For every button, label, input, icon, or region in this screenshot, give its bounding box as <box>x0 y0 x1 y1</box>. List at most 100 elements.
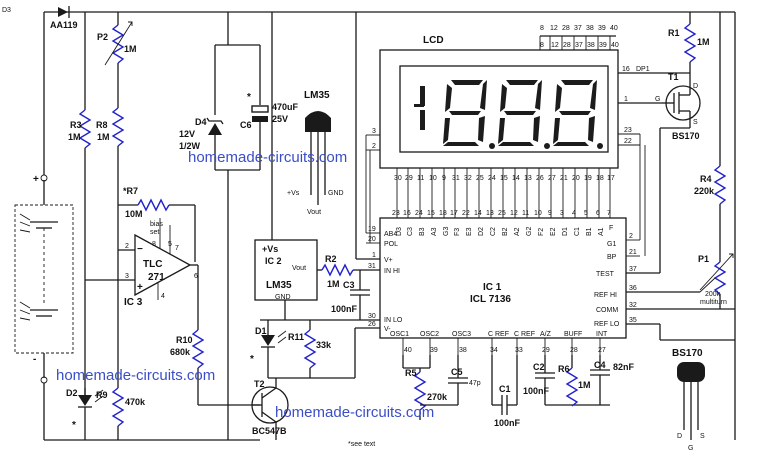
ic1-top-lbl-6: E3 <box>466 227 473 236</box>
r2-val: 1M <box>327 279 340 289</box>
c5-val: 47p <box>469 380 481 387</box>
ic1-right-lbl-3: TEST <box>596 271 615 278</box>
ic1-top-pin-11: 11 <box>522 210 529 217</box>
lcd-top-box-6: 40 <box>611 42 619 49</box>
ic3-pin7: 7 <box>175 245 179 252</box>
lcd-top-pin-6: 40 <box>610 25 618 32</box>
lcd-bot-pin-14: 21 <box>560 175 568 182</box>
d1-star: * <box>250 354 254 365</box>
resistor-r3: R3 1M <box>68 12 92 400</box>
capacitor-c4: C4 82nF <box>590 355 635 405</box>
bs170-pkg-d: D <box>677 433 682 440</box>
lcd-bot-pin-2: 11 <box>417 175 424 182</box>
lcd-bot-pin-7: 25 <box>476 175 484 182</box>
ic1-top-pin-0: 23 <box>392 210 400 217</box>
lcd-bot-pin-5: 31 <box>452 175 460 182</box>
lcd-top-pin-4: 38 <box>586 25 594 32</box>
c1-val: 100nF <box>494 418 521 428</box>
lcd-top-box-1: 12 <box>551 42 559 49</box>
r1-ref: R1 <box>668 28 680 38</box>
resistor-r5: R5 270k <box>402 355 448 420</box>
ic3-pin3: 3 <box>125 273 129 280</box>
watermark-3: homemade-circuits.com <box>275 404 434 421</box>
capacitor-c3: C3 100nF <box>331 270 370 320</box>
ic1-right-pin-2: 37 <box>629 266 637 273</box>
ic1-top-lbl-14: D1 <box>562 227 569 236</box>
d3-type: AA119 <box>50 20 78 30</box>
ic1-left-lbl-0: AB4 <box>384 231 397 238</box>
rails <box>43 11 736 441</box>
ic1-left-pin-3: 31 <box>368 263 376 270</box>
r8-val: 1M <box>97 132 110 142</box>
t1-s: S <box>693 119 698 126</box>
ic1-bot-pin-2: 38 <box>459 347 467 354</box>
r9-ref: R9 <box>96 390 108 400</box>
r5-ref: R5 <box>405 368 417 378</box>
c1-ref: C1 <box>499 384 511 394</box>
lcd-bot-pin-16: 19 <box>584 175 592 182</box>
ic2-vs: +Vs <box>262 244 278 254</box>
ic1-left-pin-2: 1 <box>372 252 376 259</box>
ic1-bot-lbl-4: C REF <box>514 331 535 338</box>
ic1-top-lbl-11: G2 <box>526 227 533 236</box>
ic1-bot-pin-7: 27 <box>598 347 606 354</box>
ic1-top-lbl-15: C1 <box>574 227 581 236</box>
ic1-top-lbl-17: A1 <box>598 227 605 236</box>
mosfet-t1: T1 G D S BS170 <box>655 72 701 141</box>
ic3-sub: 271 <box>148 272 165 283</box>
ic1-right-pin-5: 35 <box>629 317 637 324</box>
ic1-bot-pin-6: 28 <box>570 347 578 354</box>
lcd-bot-pin-3: 10 <box>429 175 437 182</box>
ic1-icl7136: IC 1 ICL 7136 AB4 POL V+ IN HI IN LO V- … <box>355 12 735 355</box>
potentiometer-p1: P1 200k multiturn <box>698 253 734 309</box>
capacitor-c2: C2 100nF <box>523 355 610 406</box>
svg-text:−: − <box>137 244 143 255</box>
r2-ref: R2 <box>325 254 337 264</box>
ic1-top-lbl-16: B1 <box>586 227 593 236</box>
lcd-top-box-2: 28 <box>563 42 571 49</box>
ic1-top-pin-15: 4 <box>572 210 576 217</box>
p1-val: 200k <box>705 291 721 298</box>
ic1-top-pin-4: 18 <box>439 210 447 217</box>
lcd-digits <box>443 80 603 149</box>
lcd-pin16: 16 <box>622 66 630 73</box>
ic3-name: TLC <box>143 259 162 270</box>
ic1-top-pin-1: 16 <box>403 210 411 217</box>
watermark-2: homemade-circuits.com <box>56 367 215 384</box>
d4-volt: 12V <box>179 129 195 139</box>
ic1-bot-pin-0: 40 <box>404 347 412 354</box>
capacitor-c5: C5 47p <box>420 355 481 406</box>
ic1-top-pin-17: 6 <box>596 210 600 217</box>
p2-val: 1M <box>124 44 137 54</box>
lcd-top-pin-0: 8 <box>540 25 544 32</box>
ic1-top-pin-3: 15 <box>427 210 435 217</box>
r6-val: 1M <box>578 380 591 390</box>
ic1-top-pin-10: 12 <box>510 210 518 217</box>
lcd-bot-pin-8: 24 <box>488 175 496 182</box>
c6-volt: 25V <box>272 114 288 124</box>
r3-val: 1M <box>68 132 81 142</box>
ic1-top-lbl-1: C3 <box>407 227 414 236</box>
r11-val: 33k <box>316 340 332 350</box>
bs170-pkg-name: BS170 <box>672 348 703 359</box>
ic1-top-lbl-2: B3 <box>419 227 426 236</box>
lcd-top-pin-2: 28 <box>562 25 570 32</box>
ic3-ref: IC 3 <box>124 297 143 308</box>
lcd-bot-pin-12: 26 <box>536 175 544 182</box>
r5-val: 270k <box>427 392 448 402</box>
r9-val: 470k <box>125 397 146 407</box>
t1-type: BS170 <box>672 131 700 141</box>
ic1-top-lbl-0: D3 <box>396 227 403 236</box>
lcd-bot-pin-9: 15 <box>500 175 508 182</box>
d4-watt: 1/2W <box>179 141 201 151</box>
ic3-pin6: 6 <box>194 273 198 280</box>
ic1-top-lbl-8: C2 <box>490 227 497 236</box>
lcd-pin23: 23 <box>624 127 632 134</box>
ic1-top-pin-14: 3 <box>560 210 564 217</box>
r7-val: 10M <box>125 209 143 219</box>
ic1-left-lbl-4: IN LO <box>384 317 403 324</box>
ic1-bot-lbl-1: OSC2 <box>420 331 439 338</box>
ic1-name: ICL 7136 <box>470 294 511 305</box>
ic1-bot-lbl-5: A/Z <box>540 331 552 338</box>
